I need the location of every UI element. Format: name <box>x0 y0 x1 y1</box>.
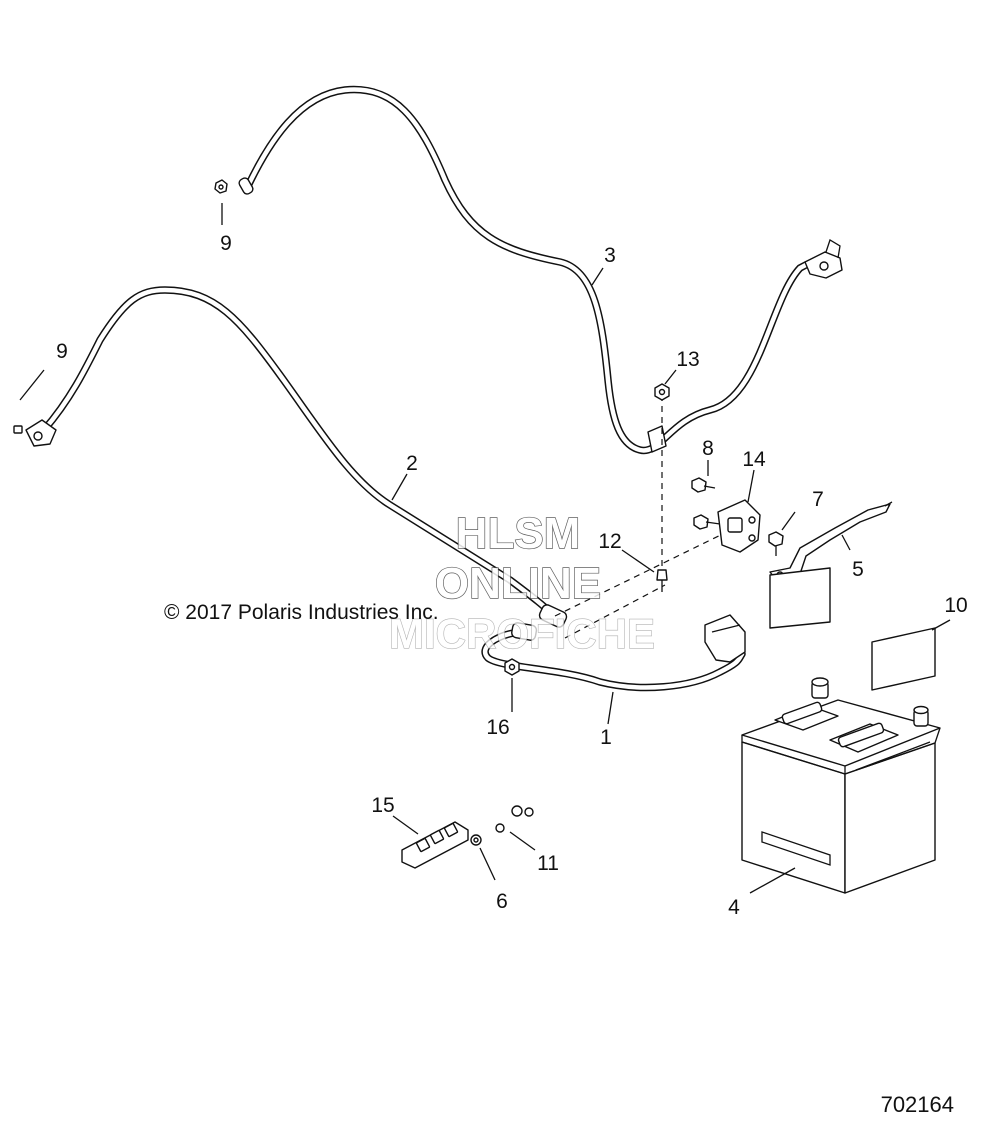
callout-2: 2 <box>406 452 418 475</box>
nut-13 <box>654 383 670 401</box>
assembly-line-cable2-14 <box>554 527 736 617</box>
callout-1: 1 <box>600 726 612 749</box>
leader-lines <box>19 203 951 894</box>
nut-9-left <box>13 425 23 434</box>
washer-6 <box>470 834 482 846</box>
cable-2 <box>40 286 559 622</box>
callout-8: 8 <box>702 437 714 460</box>
callout-13: 13 <box>676 348 699 371</box>
callout-9-upper: 9 <box>220 232 232 255</box>
callout-16: 16 <box>486 716 509 739</box>
callout-14: 14 <box>742 448 766 471</box>
cable-1-left-terminal <box>511 622 538 641</box>
bolt-7 <box>768 531 784 556</box>
bolt-14b <box>693 514 721 530</box>
callout-4: 4 <box>728 896 740 919</box>
callout-15: 15 <box>371 794 394 817</box>
callouts: 9 9 3 13 2 8 14 7 12 5 10 16 1 15 11 6 4 <box>56 232 968 919</box>
callout-7: 7 <box>812 488 824 511</box>
hold-down-strap-5 <box>769 501 893 583</box>
watermark-line3: MICROFICHE <box>389 610 655 657</box>
cable-3 <box>244 85 834 455</box>
bolt-8 <box>691 477 716 493</box>
fuse-holder-15 <box>401 821 469 869</box>
bolt-12 <box>656 569 668 592</box>
pad-10 <box>871 627 936 691</box>
cable-2-right-terminal <box>538 604 568 628</box>
cable-1-terminal-boot <box>704 614 746 663</box>
cable-3-battery-clamp <box>804 239 843 279</box>
nut-9-upper <box>214 179 228 194</box>
watermark-line1: HLSM <box>456 509 581 558</box>
callout-3: 3 <box>604 244 616 267</box>
callout-5: 5 <box>852 558 864 581</box>
cable-2-left-terminal <box>25 419 57 447</box>
cable-1 <box>481 628 746 692</box>
callout-9-left: 9 <box>56 340 68 363</box>
assembly-line-cable1-12 <box>564 584 666 639</box>
watermark-line2: ONLINE <box>435 559 601 608</box>
callout-6: 6 <box>496 890 508 913</box>
callout-10: 10 <box>944 594 967 617</box>
nut-11 <box>495 805 534 833</box>
relay-14 <box>717 499 761 553</box>
callout-11: 11 <box>537 852 559 875</box>
pad-small <box>769 567 831 629</box>
copyright-notice: © 2017 Polaris Industries Inc. <box>164 601 439 624</box>
cable-3-clip <box>647 425 667 453</box>
watermark: HLSM ONLINE MICROFICHE <box>388 508 655 657</box>
callout-12: 12 <box>598 530 621 553</box>
document-number: 702164 <box>881 1092 954 1117</box>
battery-4 <box>741 677 941 894</box>
nut-16 <box>504 658 520 676</box>
cable-3-ring-terminal <box>238 177 254 195</box>
